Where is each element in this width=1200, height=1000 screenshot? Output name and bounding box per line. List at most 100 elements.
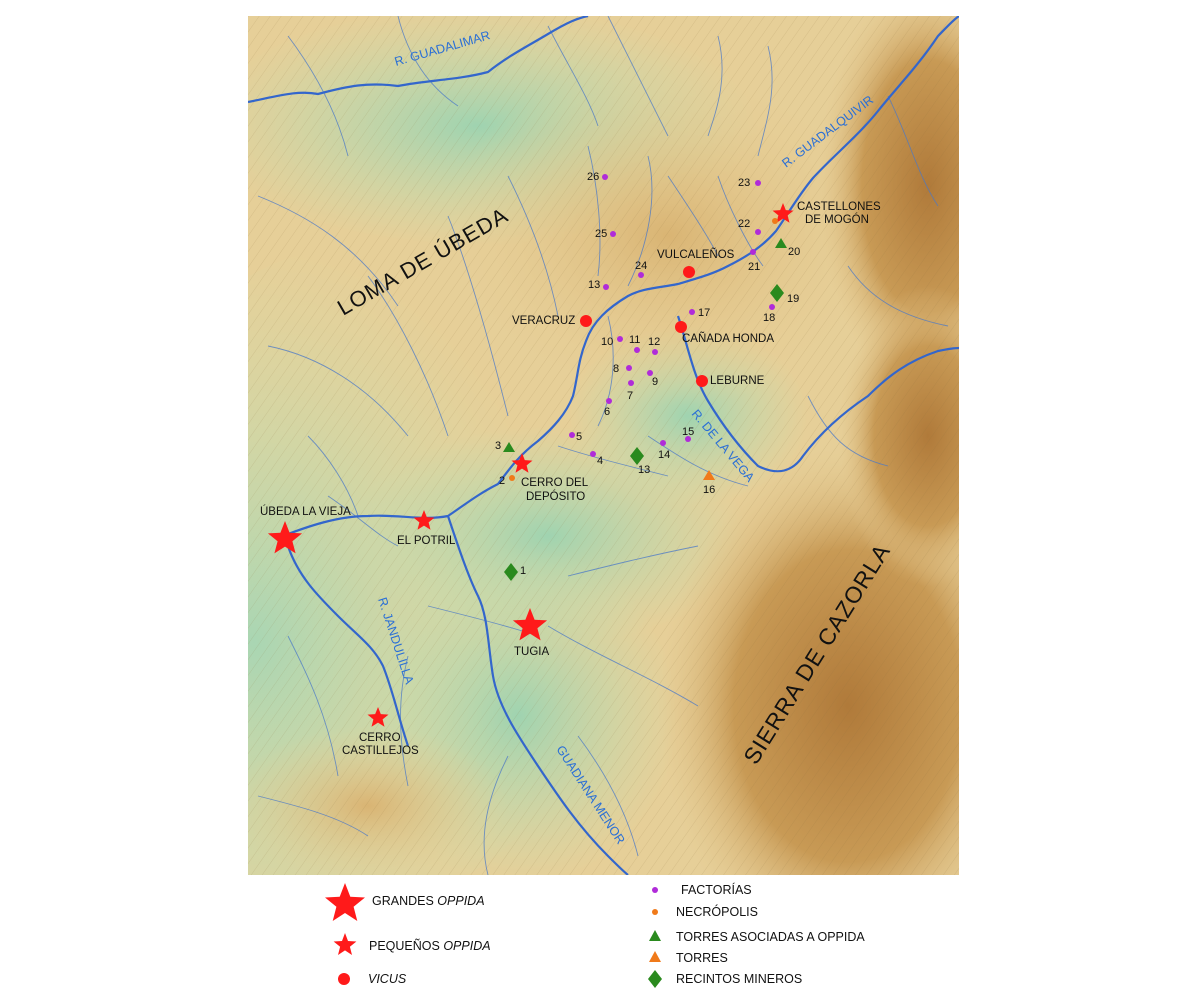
legend-large-star-icon bbox=[325, 883, 365, 921]
tower-markers bbox=[703, 470, 715, 480]
factoria-8 bbox=[626, 365, 632, 371]
label-canada-honda: CAÑADA HONDA bbox=[682, 332, 774, 345]
label-castellones-2: DE MOGÓN bbox=[805, 213, 869, 226]
label-leburne: LEBURNE bbox=[710, 375, 765, 387]
num-19: 19 bbox=[787, 293, 799, 305]
factoria-11 bbox=[634, 347, 640, 353]
num-13b: 13 bbox=[638, 464, 650, 476]
mine-1 bbox=[504, 563, 518, 581]
num-25: 25 bbox=[595, 228, 607, 240]
factoria-4 bbox=[590, 451, 596, 457]
label-el-potril: EL POTRIL bbox=[397, 535, 456, 547]
river-jandulilla bbox=[286, 545, 410, 747]
num-13a: 13 bbox=[588, 279, 600, 291]
river-guadalquivir bbox=[277, 15, 960, 540]
marker-veracruz bbox=[580, 315, 592, 327]
factoria-23 bbox=[755, 180, 761, 186]
tower-16 bbox=[703, 470, 715, 480]
factoria-5 bbox=[569, 432, 575, 438]
legend-necropolis-icon bbox=[652, 909, 658, 915]
label-castellones-1: CASTELLONES bbox=[797, 201, 881, 213]
marker-canada-honda bbox=[675, 321, 687, 333]
num-21: 21 bbox=[748, 261, 760, 273]
label-vulcalenos: VULCALEÑOS bbox=[657, 248, 735, 261]
legend-grandes-italic: OPPIDA bbox=[437, 894, 485, 908]
num-3: 3 bbox=[495, 440, 501, 452]
mine-13 bbox=[630, 447, 644, 465]
num-14: 14 bbox=[658, 449, 670, 461]
streams bbox=[257, 15, 949, 876]
legend-factorias: FACTORÍAS bbox=[681, 883, 752, 897]
legend-small-star-icon bbox=[333, 933, 357, 955]
label-ubeda-la-vieja: ÚBEDA LA VIEJA bbox=[260, 505, 351, 518]
necropolis-castellones bbox=[772, 218, 778, 224]
large-oppida bbox=[267, 521, 548, 641]
legend: GRANDES OPPIDA PEQUEÑOS OPPIDA VICUS FAC… bbox=[0, 875, 1200, 1000]
necropolis-2 bbox=[509, 475, 515, 481]
legend-pequenos-text: PEQUEÑOS bbox=[369, 939, 444, 953]
legend-factoria-icon bbox=[652, 887, 658, 893]
num-15: 15 bbox=[682, 426, 694, 438]
marker-ubeda-la-vieja bbox=[267, 521, 303, 554]
river-de-la-vega bbox=[676, 315, 960, 473]
factoria-17 bbox=[689, 309, 695, 315]
factoria-22 bbox=[755, 229, 761, 235]
tower-oppida-3 bbox=[503, 442, 515, 452]
factoria-13 bbox=[603, 284, 609, 290]
mining-markers bbox=[504, 284, 784, 581]
marker-cerro-del-deposito bbox=[511, 453, 533, 473]
factoria-markers bbox=[569, 174, 775, 457]
label-cerro-deposito-1: CERRO DEL bbox=[521, 477, 589, 489]
num-4: 4 bbox=[597, 455, 603, 467]
factoria-10 bbox=[617, 336, 623, 342]
legend-torres: TORRES bbox=[676, 951, 728, 965]
relief-map: LOMA DE ÚBEDA SIERRA DE CAZORLA R. GUADA… bbox=[98, 0, 1038, 966]
legend-torres-oppida: TORRES ASOCIADAS A OPPIDA bbox=[676, 930, 865, 944]
vicus-markers bbox=[580, 266, 708, 387]
num-11: 11 bbox=[629, 334, 640, 346]
label-cerro-deposito-2: DEPÓSITO bbox=[526, 490, 585, 503]
marker-castellones-de-mogon bbox=[772, 203, 794, 223]
num-5: 5 bbox=[576, 431, 582, 443]
legend-vicus-icon bbox=[338, 973, 350, 985]
num-2: 2 bbox=[499, 475, 505, 487]
legend-grandes-oppida: GRANDES OPPIDA bbox=[372, 894, 485, 908]
legend-grandes-text: GRANDES bbox=[372, 894, 438, 908]
num-26: 26 bbox=[587, 171, 599, 183]
num-12: 12 bbox=[648, 336, 660, 348]
num-9: 9 bbox=[652, 376, 658, 388]
marker-cerro-castillejos bbox=[367, 707, 389, 727]
marker-el-potril bbox=[413, 510, 435, 530]
legend-pequenos-oppida: PEQUEÑOS OPPIDA bbox=[369, 939, 491, 953]
num-8: 8 bbox=[613, 363, 619, 375]
marker-vulcalenos bbox=[683, 266, 695, 278]
label-cerro-castillejos-2: CASTILLEJOS bbox=[342, 745, 419, 757]
river-guadalimar bbox=[247, 14, 589, 104]
main-rivers bbox=[247, 14, 960, 876]
factoria-6 bbox=[606, 398, 612, 404]
num-20: 20 bbox=[788, 246, 800, 258]
marker-leburne bbox=[696, 375, 708, 387]
factoria-18 bbox=[769, 304, 775, 310]
legend-pequenos-italic: OPPIDA bbox=[443, 939, 491, 953]
label-cerro-castillejos-1: CERRO bbox=[359, 732, 401, 744]
num-1: 1 bbox=[520, 565, 526, 577]
num-6: 6 bbox=[604, 406, 610, 418]
num-10: 10 bbox=[601, 336, 613, 348]
legend-recintos: RECINTOS MINEROS bbox=[676, 972, 803, 986]
legend-oppida-tower-icon bbox=[649, 930, 661, 941]
num-17: 17 bbox=[698, 307, 710, 319]
legend-mining-icon bbox=[648, 970, 662, 988]
num-22: 22 bbox=[738, 218, 750, 230]
terrain-relief-hatch bbox=[248, 16, 959, 875]
num-24: 24 bbox=[635, 260, 647, 272]
legend-tower-icon bbox=[649, 951, 661, 962]
factoria-25 bbox=[610, 231, 616, 237]
label-tugia: TUGIA bbox=[514, 646, 549, 658]
river-guadiana-menor bbox=[446, 515, 629, 876]
factoria-9 bbox=[647, 370, 653, 376]
marker-tugia bbox=[512, 608, 548, 641]
mine-19 bbox=[770, 284, 784, 302]
factoria-24 bbox=[638, 272, 644, 278]
factoria-7 bbox=[628, 380, 634, 386]
